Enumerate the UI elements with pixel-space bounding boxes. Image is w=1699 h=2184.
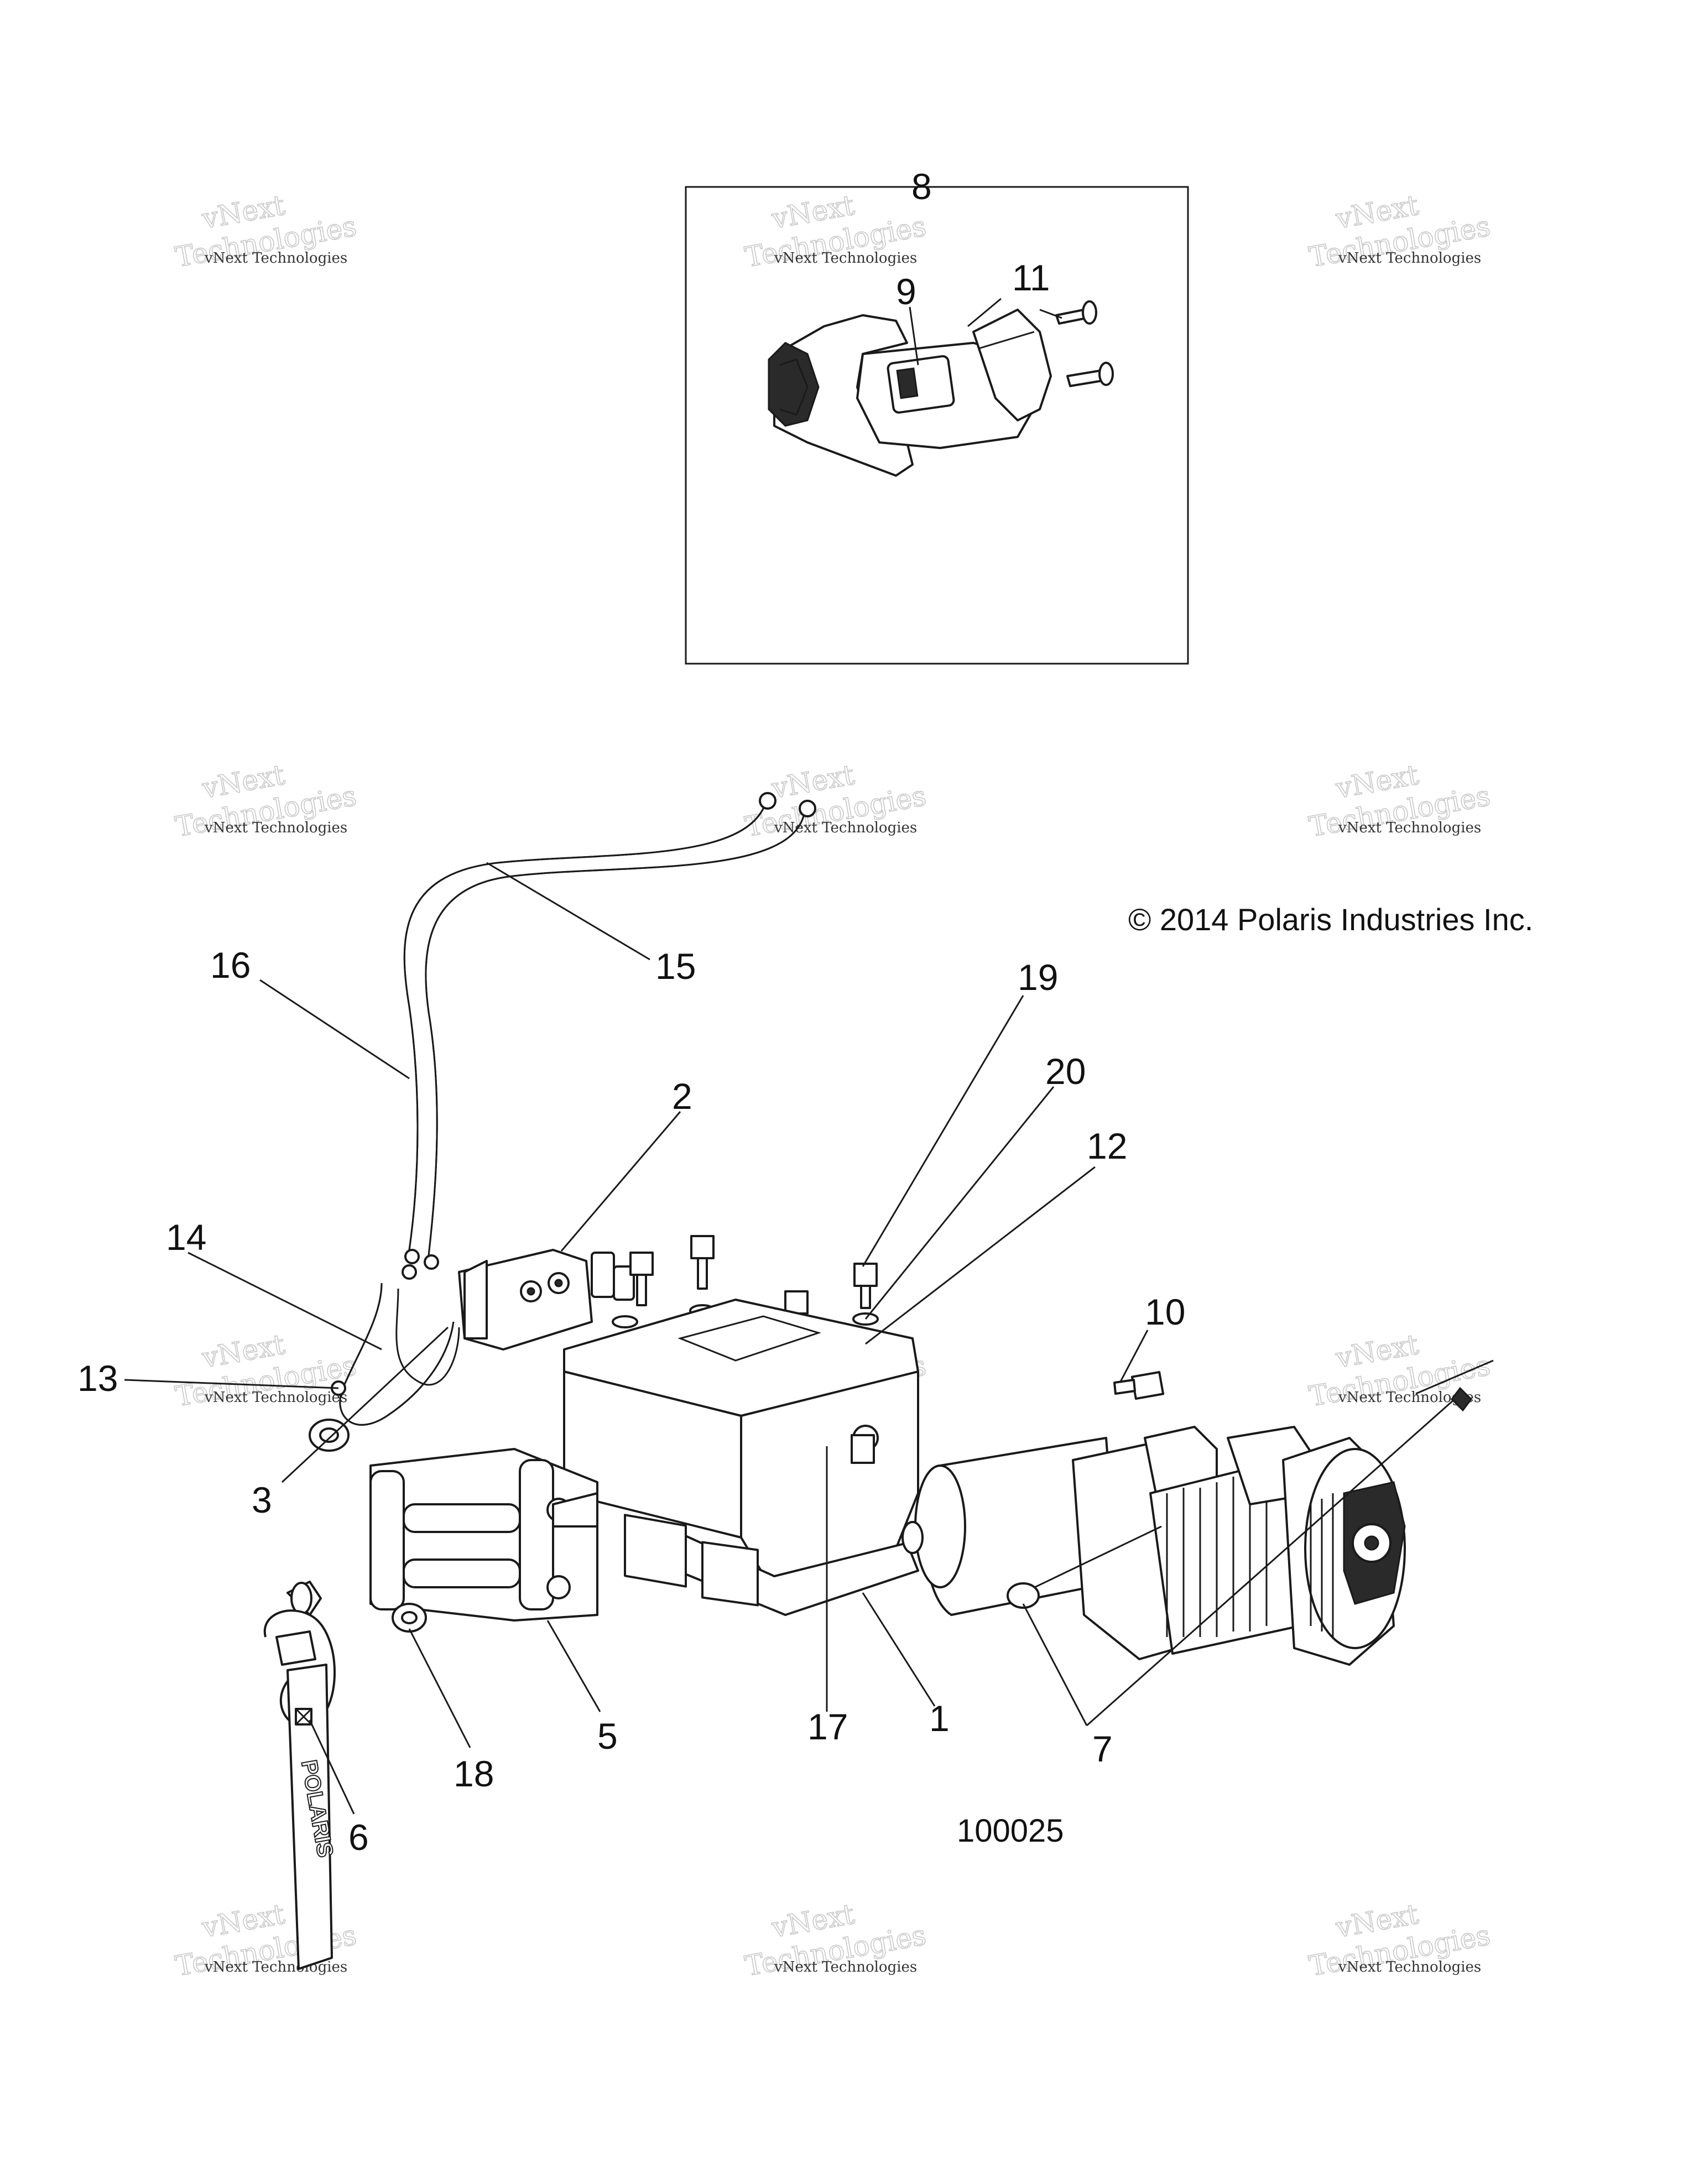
figure-number: 100025 <box>957 1813 1064 1849</box>
watermark: vNext Technologies vNext Technologies <box>1306 189 1493 274</box>
watermark: vNext Technologies vNext Technologies <box>742 758 929 843</box>
watermark: vNext Technologies vNext Technologies <box>1306 1898 1493 1983</box>
svg-text:vNext Technologies: vNext Technologies <box>1338 820 1481 836</box>
callout-15: 15 <box>655 946 696 987</box>
svg-text:vNext Technologies: vNext Technologies <box>1338 1959 1481 1975</box>
callout-12: 12 <box>1087 1125 1127 1166</box>
callout-labels: 8 9 11 16 15 19 20 12 2 14 10 13 3 17 1 … <box>77 166 1185 1858</box>
svg-text:vNext Technologies: vNext Technologies <box>1338 250 1481 267</box>
copyright-text: © 2014 Polaris Industries Inc. <box>1128 902 1533 937</box>
watermarks: vNext Technologies vNext Technologies vN… <box>173 189 1493 1983</box>
svg-text:vNext Technologies: vNext Technologies <box>204 1959 347 1975</box>
screw <box>1055 300 1097 325</box>
watermark: vNext Technologies vNext Technologies <box>742 189 929 274</box>
winch <box>901 1426 1406 1666</box>
callout-17: 17 <box>807 1706 848 1747</box>
callout-3: 3 <box>252 1479 272 1520</box>
bolt <box>612 1252 654 1328</box>
callout-5: 5 <box>597 1716 618 1756</box>
contactor <box>458 1249 635 1351</box>
screw <box>1066 362 1114 387</box>
winch-hook-strap: POLARIS <box>263 1581 338 1970</box>
callout-10: 10 <box>1145 1291 1185 1332</box>
nut <box>392 1603 427 1633</box>
inset-frame <box>685 186 1189 665</box>
callout-1: 1 <box>929 1698 950 1739</box>
watermark: vNext Technologies vNext Technologies <box>173 1898 359 1983</box>
leader-lines <box>124 862 1494 1815</box>
callout-13: 13 <box>77 1358 118 1399</box>
inset-remote-assembly <box>685 186 1189 665</box>
battery-cables <box>331 792 816 1426</box>
flange-bolt <box>1113 1370 1165 1400</box>
svg-text:vNext Technologies: vNext Technologies <box>774 820 917 836</box>
clamp-part <box>1451 1386 1472 1412</box>
watermark: vNext Technologies vNext Technologies <box>1306 758 1493 843</box>
callout-11: 11 <box>1012 257 1050 298</box>
watermark: vNext Technologies vNext Technologies <box>742 1898 929 1983</box>
callout-16: 16 <box>210 945 251 986</box>
leader-9 <box>909 306 919 366</box>
callout-20: 20 <box>1045 1051 1086 1092</box>
watermark: vNext Technologies vNext Technologies <box>1306 1328 1493 1413</box>
svg-text:vNext Technologies: vNext Technologies <box>204 1389 347 1406</box>
callout-2: 2 <box>672 1076 692 1117</box>
watermark: vNext Technologies vNext Technologies <box>173 189 359 274</box>
leader-11 <box>1039 309 1062 319</box>
watermark: vNext Technologies vNext Technologies <box>173 1328 359 1413</box>
roller-fairlead <box>369 1448 598 1622</box>
mounting-plate <box>563 1299 919 1616</box>
callout-7: 7 <box>1092 1728 1113 1769</box>
remote-housing <box>768 298 1052 477</box>
svg-text:vNext Technologies: vNext Technologies <box>204 250 347 267</box>
callout-9: 9 <box>896 271 916 312</box>
bolt <box>689 1235 716 1317</box>
callout-18: 18 <box>454 1753 494 1794</box>
svg-text:vNext Technologies: vNext Technologies <box>774 250 917 267</box>
callout-6: 6 <box>348 1817 369 1858</box>
svg-text:vNext Technologies: vNext Technologies <box>204 820 347 836</box>
callout-8: 8 <box>911 166 932 207</box>
callout-19: 19 <box>1018 957 1058 998</box>
callout-14: 14 <box>166 1217 206 1258</box>
watermark: vNext Technologies vNext Technologies <box>173 758 359 843</box>
nut <box>309 1419 350 1452</box>
svg-text:vNext Technologies: vNext Technologies <box>774 1959 917 1975</box>
